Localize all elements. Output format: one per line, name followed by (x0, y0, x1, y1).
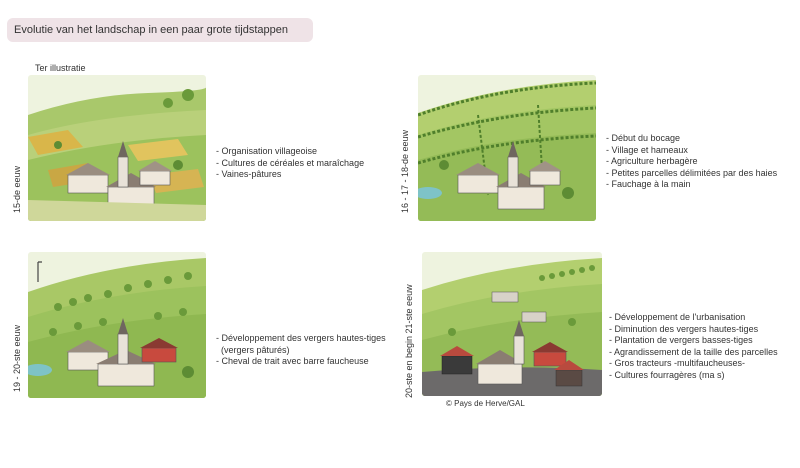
list-item: Vaines-pâtures (216, 169, 364, 181)
landscape-illustration-15th-century (28, 75, 206, 221)
period-label-19-20th-century: 19 - 20-ste eeuw (12, 324, 22, 392)
list-item: Cheval de trait avec barre faucheuse (216, 356, 386, 368)
list-item: (vergers pâturés) (221, 344, 290, 355)
list-item: Développement des vergers hautes-tiges (216, 333, 386, 345)
period-list-16-18th-century: Début du bocage Village et hameaux Agric… (606, 133, 777, 191)
list-item: Cultures de céréales et maraîchage (216, 158, 365, 170)
landscape-illustration-16-18th-century (418, 75, 596, 221)
period-list-20-21st-century: Développement de l'urbanisation Diminuti… (609, 312, 778, 381)
list-item: Fauchage à la main (606, 179, 777, 191)
list-item: Diminution des vergers hautes-tiges (609, 324, 778, 336)
list-item: Agrandissement de la taille des parcelle… (609, 347, 778, 359)
period-list-15th-century: Organisation villageoise Cultures de cér… (216, 146, 365, 181)
period-label-15th-century: 15-de eeuw (12, 165, 22, 213)
period-list-19-20th-century: Développement des vergers hautes-tiges (… (216, 333, 386, 368)
landscape-illustration-20-21st-century (422, 252, 602, 396)
list-item: Début du bocage (606, 133, 777, 145)
list-item: Cultures fourragères (ma s) (609, 370, 778, 382)
list-item: Plantation de vergers basses-tiges (609, 335, 778, 347)
list-item: Village et hameaux (606, 145, 777, 157)
list-item: Agriculture herbagère (606, 156, 777, 168)
copyright-credit: © Pays de Herve/GAL (446, 399, 525, 408)
period-label-16-18th-century: 16 - 17 - 18-de eeuw (400, 129, 410, 213)
list-item: Développement de l'urbanisation (609, 312, 778, 324)
list-item: Gros tracteurs -multifaucheuses- (609, 358, 778, 370)
page-title: Evolutie van het landschap in een paar g… (7, 18, 313, 42)
list-item: Petites parcelles délimitées par des hai… (606, 168, 778, 180)
illustration-caption: Ter illustratie (35, 63, 86, 73)
period-label-20-21st-century: 20-ste en begin 21-ste eeuw (404, 284, 414, 398)
list-item: Organisation villageoise (216, 146, 364, 158)
landscape-illustration-19-20th-century (28, 252, 206, 398)
